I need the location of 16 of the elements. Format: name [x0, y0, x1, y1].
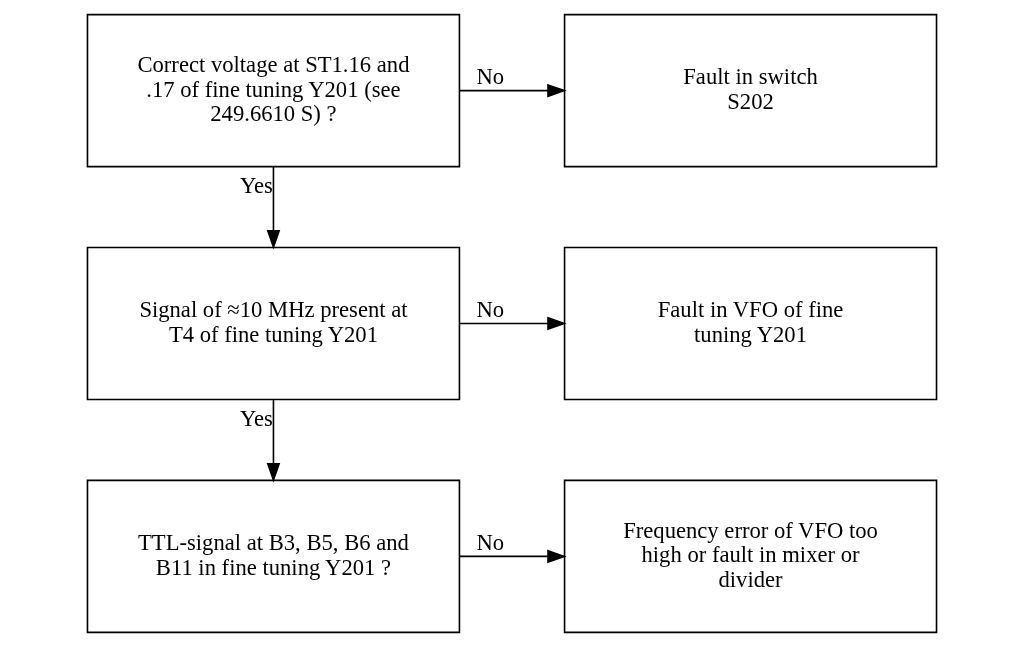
node-box: Frequency error of VFO too high or fault in mixer or divider [563, 479, 938, 634]
edge-label: No [476, 530, 505, 556]
edge-label: Yes [240, 172, 273, 198]
edge-label: Yes [240, 405, 273, 431]
node-box: Signal of ≈10 MHz present at T4 of fine tuning Y201 [86, 246, 461, 401]
node-box: Fault in VFO of fine tuning Y201 [563, 246, 938, 401]
edge-label: No [476, 64, 505, 90]
node-box: TTL-signal at B3, B5, B6 and B11 in fine tuning Y201 ? [86, 479, 461, 634]
arrow [459, 316, 567, 331]
arrow [459, 83, 567, 98]
arrow [266, 166, 281, 250]
arrow [459, 549, 567, 564]
arrow [266, 398, 281, 483]
node-box: Correct voltage at ST1.16 and .17 of fine tuning Y201 (see 249.6610 S) ? [86, 13, 461, 168]
node-box: Fault in switch S202 [563, 13, 938, 168]
edge-label: No [476, 297, 505, 323]
